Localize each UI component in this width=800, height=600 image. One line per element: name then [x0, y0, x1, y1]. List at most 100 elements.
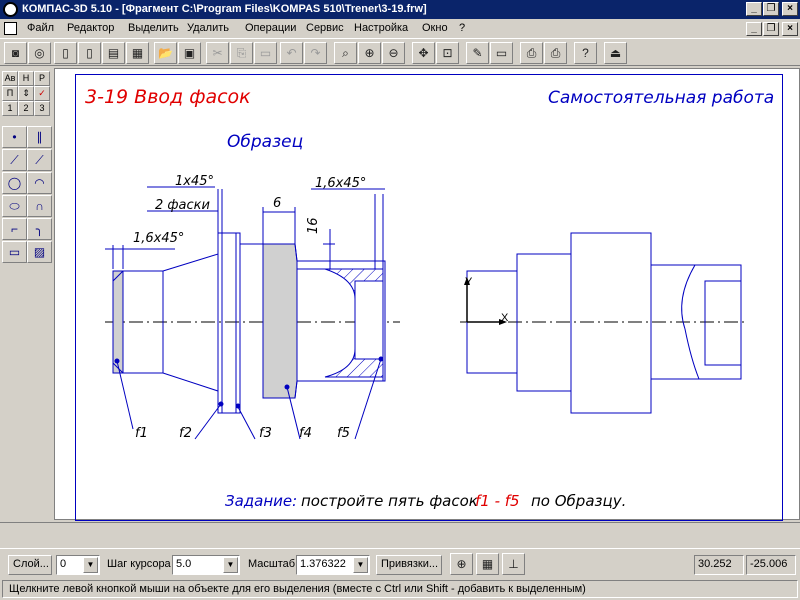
- chevron-down-icon[interactable]: ▼: [223, 557, 238, 573]
- help-cursor-icon[interactable]: ?: [574, 42, 597, 64]
- lp-small-button[interactable]: ⇕: [18, 86, 34, 101]
- spline-icon[interactable]: ∩: [27, 195, 52, 217]
- save-icon[interactable]: ▣: [178, 42, 201, 64]
- chamfer-icon[interactable]: ⌐: [2, 218, 27, 240]
- new-text-icon[interactable]: ▤: [102, 42, 125, 64]
- kompas-app-icon[interactable]: [3, 2, 18, 17]
- segment-tangent-icon[interactable]: ⟋: [27, 149, 52, 171]
- dim-length: 6: [273, 196, 281, 211]
- cut-icon[interactable]: ✂: [206, 42, 229, 64]
- dim-chamfer-count: 2 фаски: [155, 198, 210, 213]
- task-prefix: Задание:: [225, 492, 297, 510]
- exit-icon[interactable]: ⏏: [604, 42, 627, 64]
- work-part[interactable]: [460, 232, 745, 414]
- label-f5: f5: [337, 426, 350, 441]
- coord-y: -25.006: [746, 555, 796, 575]
- label-f3: f3: [259, 426, 272, 441]
- new-sheet-icon[interactable]: ▯: [78, 42, 101, 64]
- layer-select[interactable]: 0 ▼: [56, 555, 100, 575]
- minimize-button[interactable]: _: [746, 2, 762, 16]
- copy-icon[interactable]: ⎘: [230, 42, 253, 64]
- paste-icon[interactable]: ▭: [254, 42, 277, 64]
- menu-select[interactable]: Выделить: [128, 22, 179, 34]
- menu-service[interactable]: Сервис: [306, 22, 344, 34]
- coord-x: 30.252: [694, 555, 744, 575]
- grid-icon[interactable]: ▦: [476, 553, 499, 575]
- zoom-fit-icon[interactable]: ⊡: [436, 42, 459, 64]
- dim-height: 16: [306, 217, 321, 234]
- ortho-icon[interactable]: ⊥: [502, 553, 525, 575]
- lp-small-button[interactable]: ✓: [34, 86, 50, 101]
- hint-text: Щелкните левой кнопкой мыши на объекте д…: [2, 580, 798, 598]
- undo-icon[interactable]: ↶: [280, 42, 303, 64]
- scale-select[interactable]: 1.376322 ▼: [296, 555, 370, 575]
- dim-chamfer-1: 1,6x45°: [133, 231, 184, 246]
- print-icon[interactable]: ⎙: [544, 42, 567, 64]
- axis-x-label: X: [501, 312, 509, 324]
- redraw-icon[interactable]: ✎: [466, 42, 489, 64]
- axis-cross: [466, 281, 503, 323]
- close-button[interactable]: ×: [782, 2, 798, 16]
- snap-target-icon[interactable]: ⊕: [450, 553, 473, 575]
- layer-button[interactable]: Слой...: [8, 555, 52, 575]
- blank-panel: [0, 522, 800, 548]
- doc-minimize-button[interactable]: _: [746, 22, 762, 36]
- menu-window[interactable]: Окно: [422, 22, 448, 34]
- point-icon[interactable]: •: [2, 126, 27, 148]
- label-f2: f2: [179, 426, 192, 441]
- drawing-title: 3-19 Ввод фасок: [85, 86, 251, 108]
- left-tool-panel: Ав Н Р П ⇕ ✓ 1 2 3 • ∥ ⟋ ⟋ ◯ ◠ ⬭ ∩ ⌐ ╮ ▭…: [0, 68, 52, 520]
- chevron-down-icon[interactable]: ▼: [353, 557, 368, 573]
- zoom-icon[interactable]: ⌕: [334, 42, 357, 64]
- segment-icon[interactable]: ⟋: [2, 149, 27, 171]
- menu-edit[interactable]: Редактор: [67, 22, 115, 34]
- chevron-down-icon[interactable]: ▼: [83, 557, 98, 573]
- zoom-out-icon[interactable]: ⊖: [382, 42, 405, 64]
- preview-icon[interactable]: ⎙: [520, 42, 543, 64]
- ellipse-icon[interactable]: ⬭: [2, 195, 27, 217]
- lp-small-button[interactable]: 1: [2, 101, 18, 116]
- properties-icon[interactable]: ▭: [490, 42, 513, 64]
- lp-small-button[interactable]: П: [2, 86, 18, 101]
- doc-restore-button[interactable]: ❐: [763, 22, 779, 36]
- menu-settings[interactable]: Настройка: [354, 22, 409, 34]
- menu-file[interactable]: Файл: [27, 22, 55, 34]
- snapshot-icon[interactable]: ◙: [4, 42, 27, 64]
- redo-icon[interactable]: ↷: [304, 42, 327, 64]
- step-select[interactable]: 5.0 ▼: [172, 555, 240, 575]
- axis-y-label: Y: [465, 276, 473, 288]
- title-bar: КОМПАС-3D 5.10 - [Фрагмент C:\Program Fi…: [0, 0, 800, 19]
- hatch-icon[interactable]: ▨: [27, 241, 52, 263]
- snap-button[interactable]: Привязки...: [376, 555, 442, 575]
- arc-icon[interactable]: ◠: [27, 172, 52, 194]
- lp-small-button[interactable]: 3: [34, 101, 50, 116]
- drawing-subtitle: Самостоятельная работа: [548, 88, 774, 108]
- lp-small-button[interactable]: Н: [18, 71, 34, 86]
- menu-help[interactable]: ?: [459, 22, 466, 34]
- open-folder-icon[interactable]: 📂: [154, 42, 177, 64]
- menu-delete[interactable]: Удалить: [187, 22, 229, 34]
- lp-small-button[interactable]: Р: [34, 71, 50, 86]
- label-f4: f4: [299, 426, 312, 441]
- fillet-icon[interactable]: ╮: [27, 218, 52, 240]
- aux-lines-icon[interactable]: ∥: [27, 126, 52, 148]
- camera-icon[interactable]: ◎: [28, 42, 51, 64]
- layer-value: 0: [60, 558, 67, 570]
- document-icon[interactable]: [4, 22, 17, 35]
- circle-icon[interactable]: ◯: [2, 172, 27, 194]
- sample-part[interactable]: [105, 186, 400, 440]
- pan-icon[interactable]: ✥: [412, 42, 435, 64]
- dim-chamfer-3: 1,6x45°: [315, 176, 366, 191]
- new-spec-icon[interactable]: ▦: [126, 42, 149, 64]
- dim-chamfer-2: 1x45°: [175, 174, 214, 189]
- lp-small-button[interactable]: 2: [18, 101, 34, 116]
- zoom-in-icon[interactable]: ⊕: [358, 42, 381, 64]
- maximize-button[interactable]: ❐: [763, 2, 779, 16]
- menu-operations[interactable]: Операции: [245, 22, 297, 34]
- lp-small-button[interactable]: Ав: [2, 71, 18, 86]
- parameters-bar: Слой... 0 ▼ Шаг курсора 5.0 ▼ Масштаб 1.…: [0, 548, 800, 578]
- new-file-icon[interactable]: ▯: [54, 42, 77, 64]
- rectangle-icon[interactable]: ▭: [2, 241, 27, 263]
- doc-close-button[interactable]: ×: [782, 22, 798, 36]
- drawing-canvas[interactable]: 3-19 Ввод фасок Самостоятельная работа О…: [54, 68, 800, 521]
